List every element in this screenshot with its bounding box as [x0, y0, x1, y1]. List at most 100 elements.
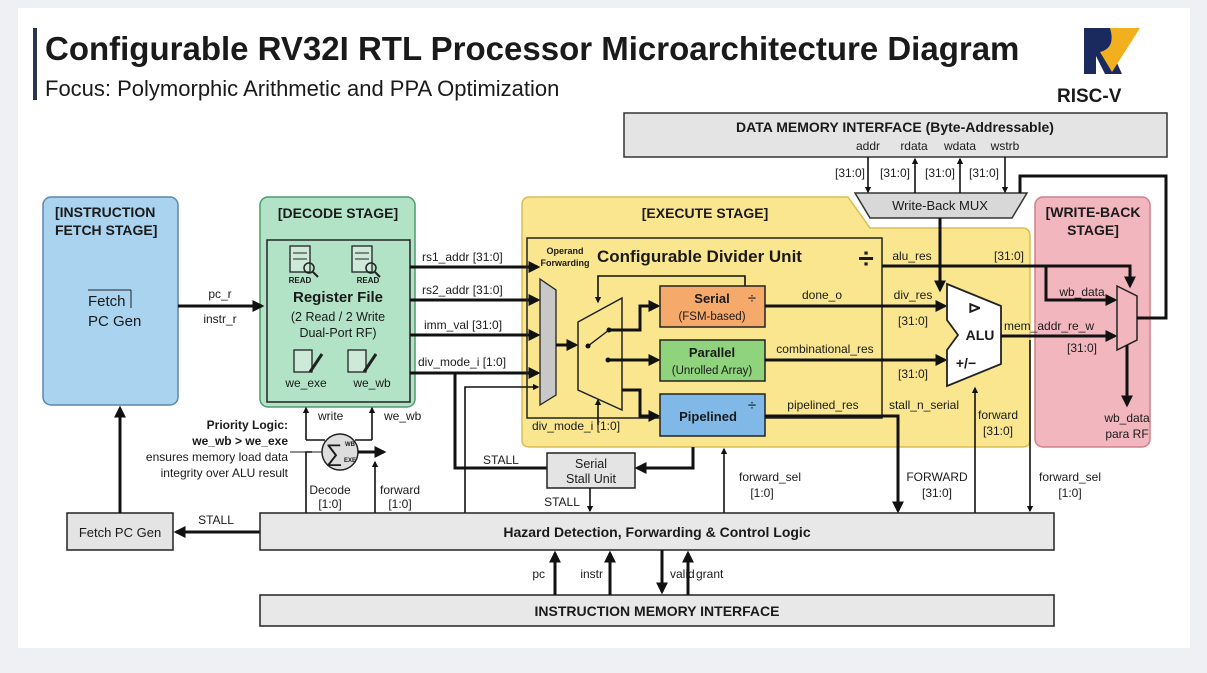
writeback-feedback-wire — [1018, 174, 1168, 320]
page-subtitle: Focus: Polymorphic Arithmetic and PPA Op… — [45, 76, 559, 101]
wb-data-out-label-2: para RF — [1105, 427, 1148, 441]
alu-plusminus-icon: +/− — [956, 355, 976, 371]
diagram-card: Configurable RV32I RTL Processor Microar… — [18, 8, 1190, 648]
instruction-memory-label: INSTRUCTION MEMORY INTERFACE — [534, 603, 779, 619]
stall-down-label: STALL — [544, 495, 580, 509]
div-res-width: [31:0] — [898, 314, 928, 328]
register-file-desc-2: Dual-Port RF) — [299, 326, 376, 340]
sigma-exe: EXE — [344, 458, 356, 464]
write-port-wb-icon — [347, 349, 378, 373]
stall-left-label: STALL — [483, 453, 519, 467]
serial-divide-icon: ÷ — [748, 290, 756, 307]
forward-sel-label-1: forward_sel — [739, 470, 801, 484]
data-memory-interface — [623, 112, 1168, 158]
we-wb-signal-label: we_wb — [383, 409, 422, 423]
write-back-mux — [853, 192, 1029, 219]
alu-res-label: alu_res — [892, 249, 931, 263]
fetch-stage-title-2: FETCH STAGE] — [55, 222, 157, 238]
we-exe-label: we_exe — [284, 376, 327, 390]
priority-logic-title: Priority Logic: — [207, 418, 288, 432]
rs2-label: rs2_addr [31:0] — [422, 283, 503, 297]
write-label: write — [317, 409, 344, 423]
port-wdata: wdata — [943, 139, 976, 153]
bus-width-addr: [31:0] — [835, 166, 865, 180]
alu-res-width: [31:0] — [994, 249, 1024, 263]
parallel-divider — [659, 339, 766, 382]
forward-sel-label-1: forward — [380, 483, 420, 497]
done-o-label: done_o — [802, 288, 842, 302]
operand-forwarding-label-1: Operand — [546, 246, 583, 256]
wb-data-out-label-1: wb_data — [1103, 411, 1150, 425]
microarchitecture-diagram: Configurable RV32I RTL Processor Microar… — [33, 28, 1168, 627]
forward-sel-label-2: [1:0] — [750, 486, 773, 500]
priority-desc-2: integrity over ALU result — [161, 466, 289, 480]
divide-icon: ÷ — [858, 243, 873, 274]
div-res-label: div_res — [894, 288, 933, 302]
forward-loop-wire — [464, 383, 540, 513]
read-port-1-icon — [289, 245, 319, 278]
write-port-exe-icon — [293, 349, 324, 373]
port-wstrb: wstrb — [990, 139, 1020, 153]
instruction-memory-interface — [259, 594, 1055, 627]
forward-alu-label-1: forward — [978, 408, 1018, 422]
forward-sel2-label-1: forward_sel — [1039, 470, 1101, 484]
alu — [946, 282, 1002, 388]
logo-text: RISC-V — [1057, 86, 1122, 107]
serial-divider — [659, 285, 766, 328]
pipelined-res-wire — [765, 414, 904, 514]
pc-r-label: pc_r — [208, 287, 231, 301]
writeback-result-mux — [1116, 284, 1138, 352]
alu-label: ALU — [966, 327, 995, 343]
forward-bus-label-1: FORWARD — [906, 470, 968, 484]
forward-alu-label-2: [31:0] — [983, 424, 1013, 438]
priority-desc-1: ensures memory load data — [146, 450, 288, 464]
fetch-block-line1: Fetch — [88, 293, 126, 310]
imm-label: imm_val [31:0] — [424, 318, 502, 332]
parallel-label: Parallel — [689, 345, 735, 360]
forward-bus-label-2: [31:0] — [922, 486, 952, 500]
rs1-label: rs1_addr [31:0] — [422, 250, 503, 264]
div-mode-label: div_mode_i [1:0] — [418, 355, 506, 369]
alu-res-wire — [882, 264, 1136, 289]
pipelined-label: Pipelined — [679, 409, 737, 424]
parallel-desc: (Unrolled Array) — [672, 365, 753, 377]
bus-width-wdata: [31:0] — [925, 166, 955, 180]
bus-width-rdata: [31:0] — [880, 166, 910, 180]
feedback-wire — [594, 275, 746, 304]
execute-stage — [521, 196, 1031, 448]
decode-sel-label-1: Decode — [309, 483, 351, 497]
wb-data-label: wb_data — [1058, 285, 1105, 299]
write-back-mux-label: Write-Back MUX — [892, 198, 988, 213]
page-title: Configurable RV32I RTL Processor Microar… — [45, 30, 1019, 67]
stall-n-serial-label: stall_n_serial — [889, 398, 959, 412]
pipelined-divide-icon: ÷ — [748, 397, 756, 414]
hazard-detection-unit — [259, 512, 1055, 551]
sigma-wb: WB — [345, 442, 356, 448]
serial-desc: (FSM-based) — [678, 311, 745, 323]
writeback-title-2: STAGE] — [1067, 222, 1119, 238]
decode-stage-title: [DECODE STAGE] — [278, 205, 398, 221]
priority-rule: we_wb > we_exe — [191, 434, 288, 448]
data-memory-title: DATA MEMORY INTERFACE (Byte-Addressable) — [736, 119, 1054, 135]
decode-sel-label-2: [1:0] — [318, 497, 341, 511]
instr-r-label: instr_r — [203, 312, 236, 326]
bus-width-wstrb: [31:0] — [969, 166, 999, 180]
fetch-pc-gen-label: Fetch PC Gen — [79, 525, 161, 540]
execute-stage-title: [EXECUTE STAGE] — [642, 205, 769, 221]
imem-grant-label: grant — [696, 567, 724, 581]
register-file — [266, 239, 411, 403]
combinational-res-label: combinational_res — [776, 342, 873, 356]
mem-addr-label: mem_addr_re_w — [1004, 319, 1094, 333]
risc-v-logo: RISC-V — [1057, 28, 1140, 107]
comb-res-width: [31:0] — [898, 367, 928, 381]
imem-pc-label: pc — [532, 567, 545, 581]
stall-to-fetch-label: STALL — [198, 513, 234, 527]
pipelined-res-label: pipelined_res — [787, 398, 858, 412]
title-accent-bar — [33, 28, 37, 100]
register-file-desc-1: (2 Read / 2 Write — [291, 310, 385, 324]
fetch-stage-title-1: [INSTRUCTION — [55, 204, 155, 220]
imem-valid-label: valid — [670, 567, 695, 581]
port-rdata: rdata — [900, 139, 928, 153]
serial-stall-unit — [546, 452, 636, 489]
serial-label: Serial — [694, 291, 729, 306]
